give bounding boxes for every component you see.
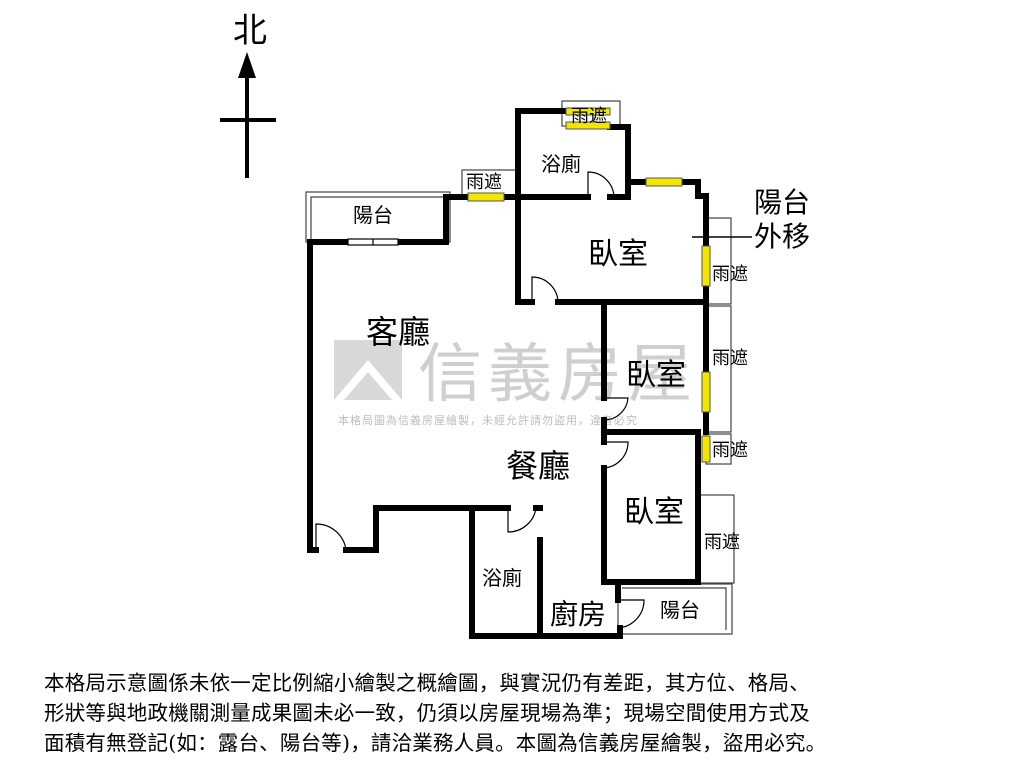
compass-north-label: 北 xyxy=(233,11,267,51)
rain-cover-top-label: 雨遮 xyxy=(571,106,607,127)
dining-room-label: 餐廳 xyxy=(506,447,570,485)
walls xyxy=(307,108,709,639)
bedroom-1-label: 臥室 xyxy=(588,237,648,272)
room-labels: 雨遮 浴廁 雨遮 陽台 陽台 外移 臥室 雨遮 客廳 雨遮 臥室 雨遮 餐廳 臥… xyxy=(353,106,810,631)
brand-logo-icon xyxy=(334,340,402,400)
rain-cover-east-4-label: 雨遮 xyxy=(704,532,740,553)
watermark: 信義房屋 本格局圖為信義房屋繪製，未經允許請勿盜用，違者必究 xyxy=(334,338,698,427)
kitchen-label: 廚房 xyxy=(550,598,606,631)
bedroom-3-label: 臥室 xyxy=(624,495,684,530)
bathroom-north-label: 浴廁 xyxy=(541,152,581,176)
rain-cover-east-1-label: 雨遮 xyxy=(712,264,748,285)
watermark-notice: 本格局圖為信義房屋繪製，未經允許請勿盜用，違者必究 xyxy=(338,413,638,427)
balcony-moved-label-2: 外移 xyxy=(754,220,810,253)
north-compass: 北 xyxy=(220,11,276,178)
living-room-label: 客廳 xyxy=(366,313,430,351)
rain-cover-north-label: 雨遮 xyxy=(466,172,502,193)
windows xyxy=(467,107,711,463)
rain-cover-east-2-label: 雨遮 xyxy=(712,348,748,369)
doors xyxy=(315,171,645,629)
rain-cover-east-3-label: 雨遮 xyxy=(712,440,748,461)
disclaimer-line-3: 面積有無登記(如：露台、陽台等)，請洽業務人員。本圖為信義房屋繪製，盜用必究。 xyxy=(44,731,827,755)
disclaimer-line-1: 本格局示意圖係未依一定比例縮小繪製之概繪圖，與實況仍有差距，其方位、格局、 xyxy=(44,671,810,695)
sliding-door xyxy=(347,238,399,246)
bathroom-south-label: 浴廁 xyxy=(482,566,522,590)
balcony-south-label: 陽台 xyxy=(660,598,700,622)
bedroom-2-label: 臥室 xyxy=(626,358,686,393)
watermark-brand: 信義房屋 xyxy=(418,338,698,412)
disclaimer-line-2: 形狀等與地政機關測量成果圖未必一致，仍須以房屋現場為準；現場空間使用方式及 xyxy=(44,701,810,725)
floor-plan: 北 信義房屋 本格局圖為信義房屋繪製，未經允許請勿盜用，違者必究 xyxy=(220,11,810,639)
disclaimer-text: 本格局示意圖係未依一定比例縮小繪製之概繪圖，與實況仍有差距，其方位、格局、 形狀… xyxy=(44,668,994,758)
balcony-moved-label-1: 陽台 xyxy=(754,186,810,219)
balcony-west-label: 陽台 xyxy=(353,203,393,227)
